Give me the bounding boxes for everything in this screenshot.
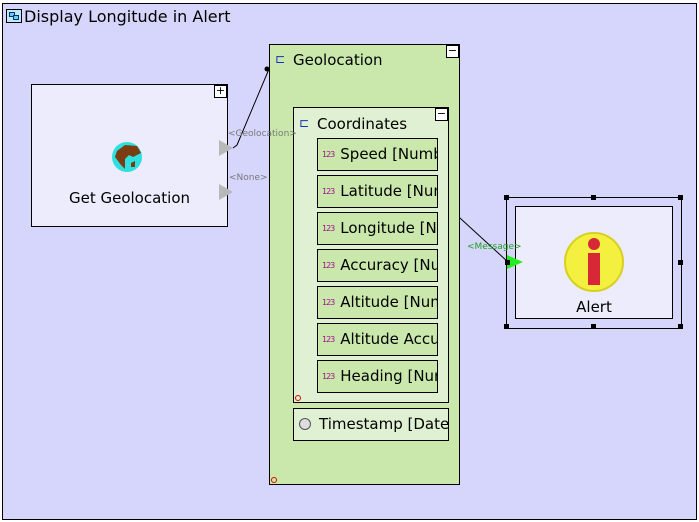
number-icon: 123 — [322, 372, 335, 381]
number-icon: 123 — [322, 298, 335, 307]
field-label: Accuracy [Nur — [340, 256, 438, 274]
structure-icon: ⊏ — [299, 116, 310, 130]
resize-handle[interactable] — [678, 324, 683, 329]
block-label: Get Geolocation — [68, 189, 191, 207]
expand-toggle[interactable]: + — [214, 84, 227, 98]
port-label: <Message> — [467, 242, 522, 252]
collapse-toggle[interactable]: − — [435, 107, 448, 121]
field-longitude[interactable]: 123 Longitude [Nu — [317, 212, 438, 245]
alert-block[interactable]: Alert — [515, 206, 673, 319]
number-icon: 123 — [322, 187, 335, 196]
resize-handle[interactable] — [678, 260, 683, 265]
field-label: Altitude [Num — [340, 293, 438, 311]
resize-handle[interactable] — [678, 195, 683, 200]
get-geolocation-block[interactable]: + Get Geolocation — [31, 84, 228, 227]
resize-handle[interactable] — [591, 324, 596, 329]
port-label: <None> — [229, 173, 268, 183]
field-label: Speed [Numb — [340, 145, 438, 163]
field-accuracy[interactable]: 123 Accuracy [Nur — [317, 249, 438, 282]
globe-icon — [112, 142, 142, 172]
info-icon — [564, 232, 624, 292]
input-port-message[interactable] — [507, 255, 523, 269]
field-label: Latitude [Num — [340, 182, 438, 200]
resize-handle[interactable] — [504, 195, 509, 200]
output-port-none[interactable] — [219, 184, 233, 200]
error-marker-icon — [271, 477, 277, 483]
field-heading[interactable]: 123 Heading [Nun — [317, 360, 438, 393]
field-label: Timestamp [Date a — [319, 415, 449, 433]
number-icon: 123 — [322, 335, 335, 344]
diagram-window-icon — [6, 9, 22, 23]
block-label: Alert — [576, 298, 612, 316]
field-label: Longitude [Nu — [340, 219, 438, 237]
resize-handle[interactable] — [505, 260, 510, 265]
field-altitude[interactable]: 123 Altitude [Num — [317, 286, 438, 319]
resize-handle[interactable] — [504, 324, 509, 329]
number-icon: 123 — [322, 150, 335, 159]
number-icon: 123 — [322, 261, 335, 270]
error-marker-icon — [295, 395, 301, 401]
struct-label: Coordinates — [317, 115, 408, 133]
field-speed[interactable]: 123 Speed [Numb — [317, 138, 438, 171]
field-timestamp[interactable]: Timestamp [Date a — [293, 408, 449, 441]
structure-icon: ⊏ — [275, 52, 286, 66]
number-icon: 123 — [322, 224, 335, 233]
struct-label: Geolocation — [293, 51, 383, 69]
field-label: Heading [Nun — [340, 367, 438, 385]
resize-handle[interactable] — [591, 195, 596, 200]
connection-geolocation — [232, 68, 270, 149]
connection-endpoint — [264, 66, 270, 72]
field-latitude[interactable]: 123 Latitude [Num — [317, 175, 438, 208]
output-port-geolocation[interactable] — [219, 140, 233, 156]
clock-icon — [299, 418, 311, 430]
diagram-title: Display Longitude in Alert — [24, 7, 231, 26]
field-altitude-accuracy[interactable]: 123 Altitude Accu — [317, 323, 438, 356]
field-label: Altitude Accu — [340, 330, 438, 348]
collapse-toggle[interactable]: − — [446, 44, 459, 58]
port-label: <Geolocation> — [228, 129, 297, 139]
